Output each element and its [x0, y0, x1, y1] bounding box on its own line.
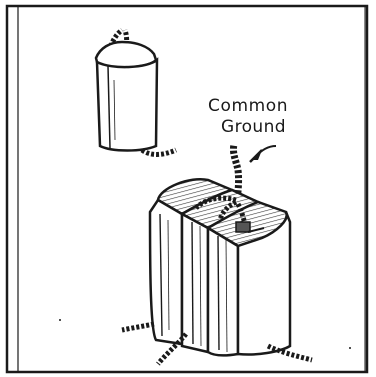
- single-capacitor-icon: [96, 30, 176, 155]
- bottom-lead-left: [122, 324, 154, 330]
- single-bottom-lead: [142, 150, 176, 155]
- right-block-body: [208, 228, 238, 355]
- leader-arrow-icon: [250, 146, 276, 162]
- left-block-body: [150, 200, 182, 344]
- annotation-common: Common: [208, 96, 288, 116]
- middle-block-body: [182, 214, 208, 352]
- annotation-ground: Ground: [221, 117, 286, 137]
- single-body: [97, 60, 157, 151]
- capacitor-bundle-icon: [122, 144, 312, 364]
- bottom-lead-right: [268, 346, 312, 360]
- terminal-pad: [236, 222, 250, 232]
